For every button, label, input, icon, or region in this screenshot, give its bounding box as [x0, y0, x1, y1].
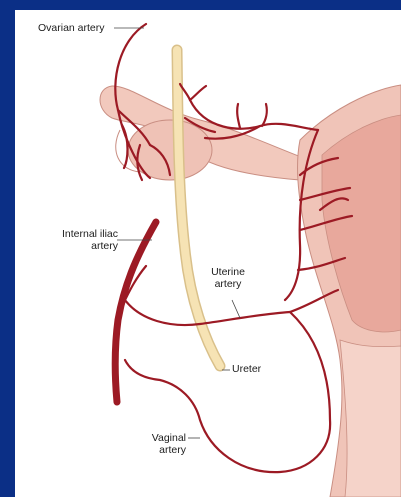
internal-iliac-label-line1: Internal iliac	[30, 228, 118, 240]
internal-iliac-label: Internal iliac artery	[30, 228, 118, 252]
uterine-label-line1: Uterine	[204, 266, 252, 278]
vaginal-label-line1: Vaginal	[130, 432, 186, 444]
vaginal-artery-label: Vaginal artery	[130, 432, 186, 456]
cervix	[340, 340, 401, 497]
uterine-artery-label: Uterine artery	[204, 266, 252, 290]
uterine-label-line2: artery	[204, 278, 252, 290]
ureter-label: Ureter	[232, 363, 261, 375]
internal-iliac-label-line2: artery	[30, 240, 118, 252]
vaginal-label-line2: artery	[130, 444, 186, 456]
ovarian-artery-label: Ovarian artery	[38, 22, 105, 34]
